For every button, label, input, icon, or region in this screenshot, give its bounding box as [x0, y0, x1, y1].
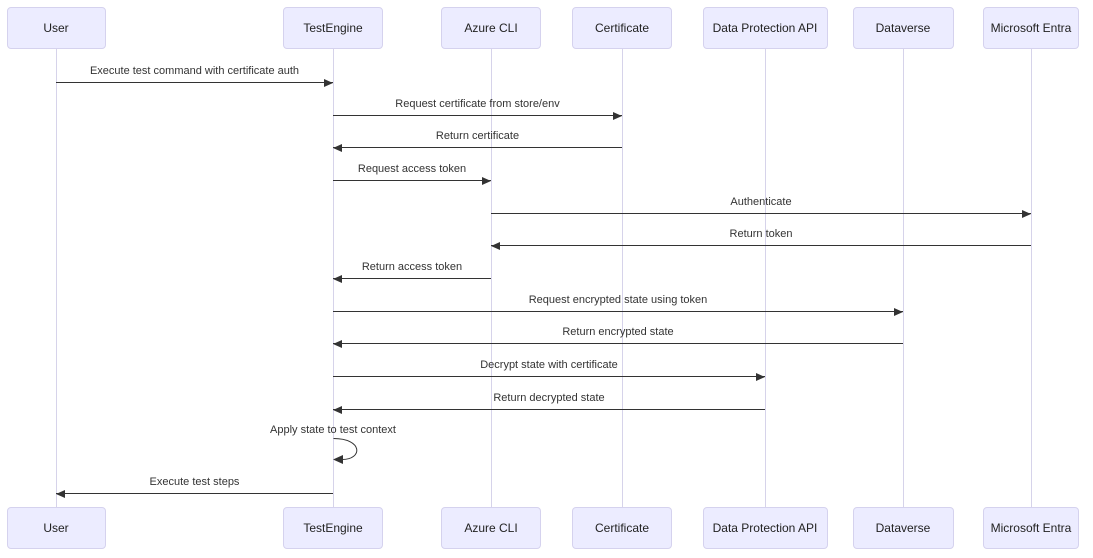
message-label: Execute test steps: [149, 476, 240, 488]
actor-label: Data Protection API: [712, 21, 818, 35]
actor-label: Azure CLI: [464, 21, 518, 35]
actor-user-top: User: [6, 7, 106, 49]
message-arrowhead: [756, 372, 765, 381]
message-arrowhead: [613, 111, 622, 120]
actor-azurecli-top: Azure CLI: [441, 7, 541, 49]
actor-label: User: [43, 521, 69, 535]
lifeline-microsoftentra: [1030, 49, 1032, 507]
message-label: Request access token: [357, 163, 467, 175]
message-label: Return certificate: [435, 130, 520, 142]
actor-dataverse-bottom: Dataverse: [852, 507, 954, 549]
lifeline-dataverse: [902, 49, 904, 507]
message-arrowhead: [482, 176, 491, 185]
message-arrowhead: [491, 241, 500, 250]
actor-label: Microsoft Entra: [990, 21, 1072, 35]
actor-azurecli-bottom: Azure CLI: [441, 507, 541, 549]
message-line: [333, 376, 765, 377]
lifeline-certificate: [621, 49, 623, 507]
message-line: [333, 311, 903, 312]
message-line: [333, 180, 491, 181]
message-line: [56, 82, 333, 83]
message-label: Request certificate from store/env: [395, 98, 560, 110]
actor-label: Azure CLI: [464, 521, 518, 535]
actor-dataprotectionapi-top: Data Protection API: [702, 7, 828, 49]
actor-microsoftentra-top: Microsoft Entra: [983, 7, 1079, 49]
message-arrowhead: [333, 405, 342, 414]
message-arrowhead: [324, 78, 333, 87]
actor-testengine-top: TestEngine: [283, 7, 383, 49]
actor-label: Data Protection API: [712, 521, 818, 535]
message-line: [333, 409, 765, 410]
message-line: [56, 493, 333, 494]
actor-label: Certificate: [594, 521, 650, 535]
actor-testengine-bottom: TestEngine: [283, 507, 383, 549]
actor-label: Certificate: [594, 21, 650, 35]
message-label: Authenticate: [730, 196, 792, 208]
actor-certificate-top: Certificate: [572, 7, 672, 49]
message-label: Apply state to test context: [270, 424, 396, 436]
actor-dataprotectionapi-bottom: Data Protection API: [702, 507, 828, 549]
message-label: Return access token: [361, 261, 463, 273]
message-arrowhead: [56, 489, 65, 498]
message-line: [333, 147, 622, 148]
actor-label: Microsoft Entra: [990, 521, 1072, 535]
message-label: Decrypt state with certificate: [480, 359, 618, 371]
message-arrowhead: [1022, 209, 1031, 218]
message-line: [491, 213, 1031, 214]
message-label: Return decrypted state: [493, 392, 605, 404]
actor-label: TestEngine: [303, 521, 363, 535]
message-line: [333, 115, 622, 116]
message-arrowhead: [894, 307, 903, 316]
actor-user-bottom: User: [6, 507, 106, 549]
message-line: [333, 278, 491, 279]
actor-label: TestEngine: [303, 21, 363, 35]
message-arrowhead: [333, 274, 342, 283]
message-label: Execute test command with certificate au…: [89, 65, 300, 77]
message-label: Return encrypted state: [562, 326, 674, 338]
message-label: Request encrypted state using token: [528, 294, 708, 306]
lifeline-user: [55, 49, 57, 507]
actor-dataverse-top: Dataverse: [852, 7, 954, 49]
actor-certificate-bottom: Certificate: [572, 507, 672, 549]
actor-microsoftentra-bottom: Microsoft Entra: [983, 507, 1079, 549]
actor-label: User: [43, 21, 69, 35]
actor-label: Dataverse: [875, 21, 931, 35]
message-arrowhead: [333, 339, 342, 348]
message-line: [333, 343, 903, 344]
self-loop-arrow: [333, 438, 358, 464]
lifeline-azurecli: [490, 49, 492, 507]
actor-label: Dataverse: [875, 521, 931, 535]
message-label: Return token: [729, 228, 793, 240]
message-line: [491, 245, 1031, 246]
lifeline-dataprotectionapi: [764, 49, 766, 507]
message-arrowhead: [333, 143, 342, 152]
